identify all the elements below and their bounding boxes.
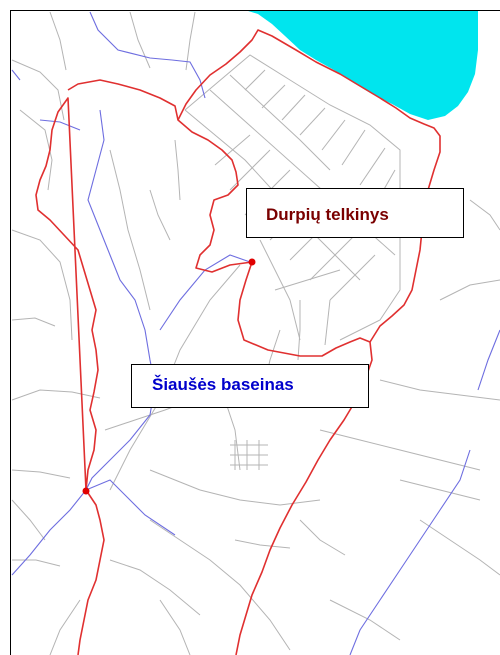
peat-deposit-label-text: Durpių telkinys xyxy=(266,205,389,224)
outlet-point-upper[interactable] xyxy=(248,258,256,266)
outer-basin-boundary xyxy=(35,79,373,655)
watershed-boundary xyxy=(35,29,441,655)
peat-field-grid xyxy=(184,54,401,341)
peat-basin-boundary xyxy=(177,29,441,343)
peat-deposit-label: Durpių telkinys xyxy=(246,188,464,238)
lake-water-area xyxy=(245,10,478,120)
basin-label: Šiaušės baseinas xyxy=(131,364,369,408)
basin-label-text: Šiaušės baseinas xyxy=(152,375,294,394)
outlet-point-lower[interactable] xyxy=(82,487,90,495)
